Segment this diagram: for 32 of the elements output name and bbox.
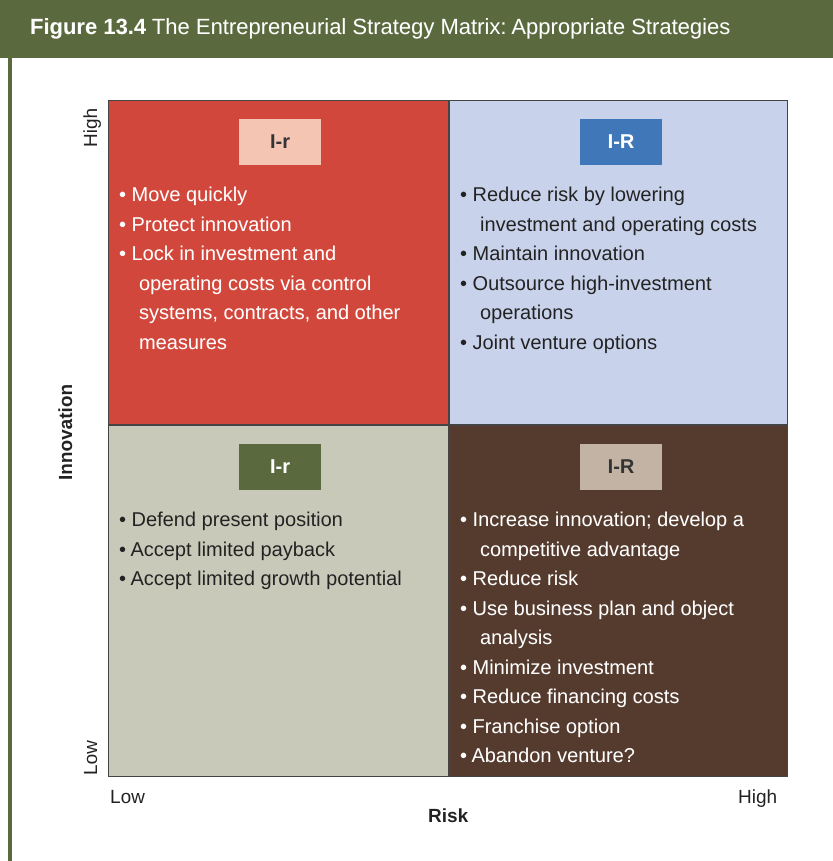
axis-tick-label: High (81, 108, 103, 147)
bullet-item: • Increase innovation; develop a competitive advantage (460, 508, 745, 562)
bullet-item: • Defend present position (119, 508, 344, 533)
axis-tick-label: Low (110, 787, 145, 809)
axis-title: Risk (428, 806, 468, 828)
bullet-item: • Reduce financing costs (460, 685, 680, 710)
bullet-item: • Lock in investment and operating costs via control systems, contracts, and other measures (119, 242, 402, 356)
bullet-item: • Use business plan and object analysis (460, 596, 735, 651)
bullet-item: • Minimize investment (460, 656, 655, 680)
bullet-item: • Maintain innovation (460, 242, 646, 267)
bullet-item: • Reduce risk (460, 567, 580, 592)
figure-title: Figure 13.4 The Entrepreneurial Strategy Matrix: Appropriate Strategies (30, 14, 730, 40)
quadrant-tag: I-r (239, 444, 321, 490)
bullet-item: • Reduce risk by lowering investment and operating costs (460, 183, 758, 238)
bullet-item: • Outsource high-investment operations (460, 272, 713, 326)
quadrant-panel (108, 100, 449, 425)
axis-tick-label: Low (81, 740, 103, 775)
bullet-item: • Move quickly (119, 183, 248, 208)
bullet-item: • Joint venture options (460, 330, 658, 356)
quadrant-panel (108, 425, 449, 777)
quadrant-panel (449, 100, 788, 425)
quadrant-panel (449, 425, 788, 777)
quadrant-tag: I-r (239, 119, 321, 165)
axis-tick-label: High (738, 787, 778, 809)
quadrant-tag: I-R (580, 119, 662, 165)
bullet-item: • Abandon venture? (460, 744, 636, 769)
bullet-item: • Protect innovation (119, 212, 293, 238)
bullet-item: • Accept limited growth potential (119, 567, 403, 592)
axis-title: Innovation (56, 384, 78, 480)
quadrant-tag: I-R (580, 444, 662, 490)
bullet-item: • Accept limited payback (119, 538, 336, 562)
bullet-item: • Franchise option (460, 714, 622, 740)
